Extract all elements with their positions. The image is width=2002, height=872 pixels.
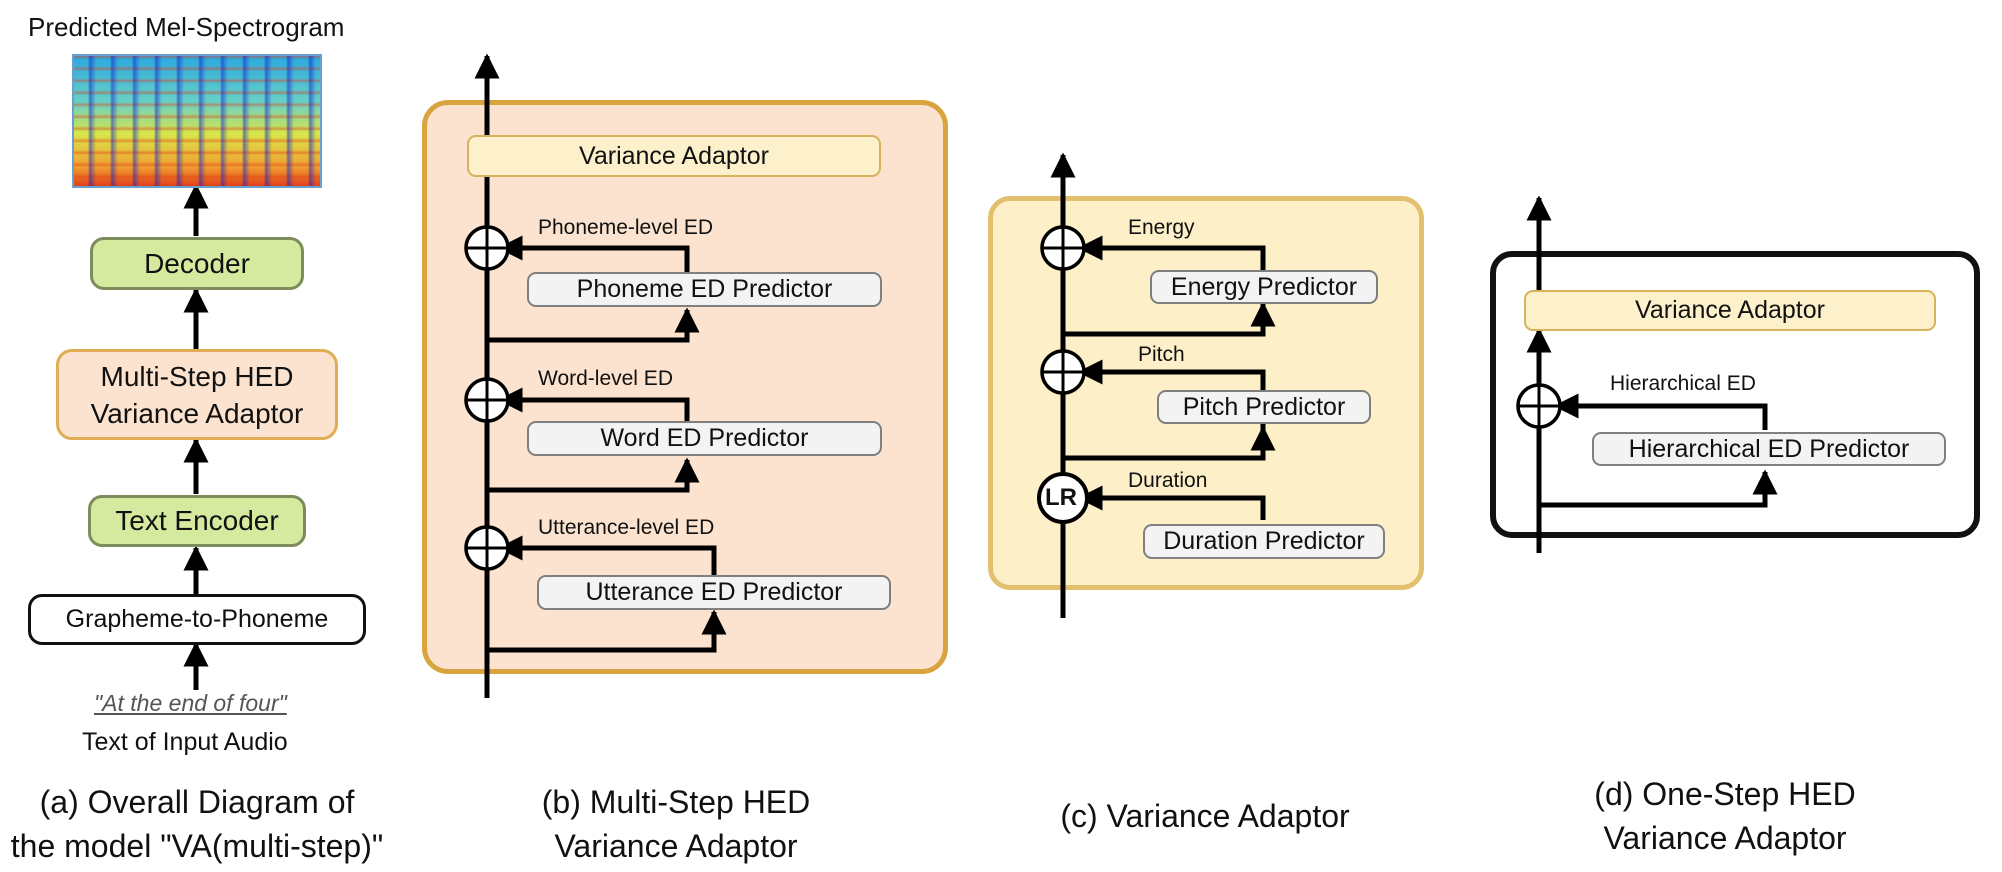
panel-b-variance-adaptor-bar: Variance Adaptor <box>467 135 881 177</box>
phoneme-level-ed-label: Phoneme-level ED <box>538 216 714 239</box>
multistep-hed-va-line2: Variance Adaptor <box>90 397 304 429</box>
multistep-hed-va-line1: Multi-Step HED <box>100 360 294 392</box>
duration-predictor: Duration Predictor <box>1143 524 1385 559</box>
decoder-block: Decoder <box>90 237 304 290</box>
caption-a-line2: the model "VA(multi-step)" <box>10 828 384 864</box>
panel-d-variance-adaptor-bar: Variance Adaptor <box>1524 290 1936 331</box>
pitch-label: Pitch <box>1138 343 1185 366</box>
caption-c: (c) Variance Adaptor <box>1060 798 1350 834</box>
input-audio-text-label: Text of Input Audio <box>82 728 288 756</box>
energy-label: Energy <box>1128 216 1195 239</box>
duration-label: Duration <box>1128 469 1208 492</box>
caption-b-line2: Variance Adaptor <box>554 828 798 864</box>
mel-spectrogram-image <box>72 54 322 188</box>
length-regulator-symbol: LR <box>1045 484 1077 511</box>
caption-a: (a) Overall Diagram of the model "VA(mul… <box>0 780 394 868</box>
word-ed-predictor: Word ED Predictor <box>527 421 882 456</box>
caption-b: (b) Multi-Step HED Variance Adaptor <box>500 780 852 868</box>
pitch-predictor: Pitch Predictor <box>1157 390 1371 424</box>
multistep-hed-va-block: Multi-Step HED Variance Adaptor <box>56 349 338 440</box>
hierarchical-ed-predictor: Hierarchical ED Predictor <box>1592 432 1946 466</box>
input-text-example: "At the end of four" <box>94 690 287 716</box>
caption-a-line1: (a) Overall Diagram of <box>39 784 355 820</box>
word-level-ed-label: Word-level ED <box>538 367 673 390</box>
utterance-level-ed-label: Utterance-level ED <box>538 516 715 539</box>
energy-predictor: Energy Predictor <box>1150 270 1378 304</box>
g2p-block: Grapheme-to-Phoneme <box>28 594 366 645</box>
phoneme-ed-predictor: Phoneme ED Predictor <box>527 272 882 307</box>
text-encoder-block: Text Encoder <box>88 495 306 547</box>
hierarchical-ed-label: Hierarchical ED <box>1610 372 1756 395</box>
utterance-ed-predictor: Utterance ED Predictor <box>537 575 891 610</box>
caption-d-line1: (d) One-Step HED <box>1594 776 1856 812</box>
caption-d: (d) One-Step HED Variance Adaptor <box>1560 772 1890 860</box>
mel-spectrogram-label: Predicted Mel-Spectrogram <box>28 12 345 42</box>
caption-d-line2: Variance Adaptor <box>1603 820 1847 856</box>
caption-b-line1: (b) Multi-Step HED <box>541 784 811 820</box>
